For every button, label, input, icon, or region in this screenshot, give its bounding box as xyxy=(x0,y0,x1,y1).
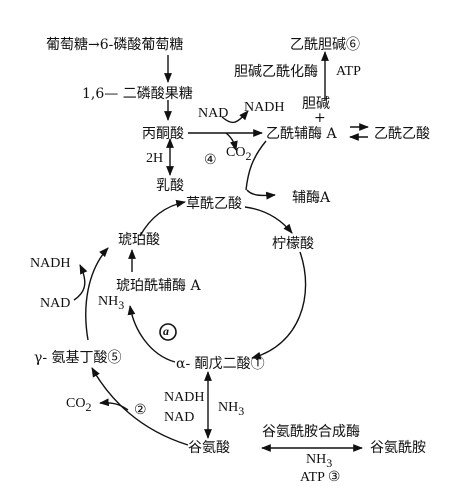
arrow-akg-to-succinylcoa xyxy=(127,305,176,363)
atp-top-label: ATP xyxy=(336,64,361,79)
arrow-glutamate-to-gaba xyxy=(91,367,189,446)
circled-a-marker xyxy=(159,323,177,341)
arrow-coa-release xyxy=(246,189,276,200)
arrow-gaba-to-succinate xyxy=(85,247,109,341)
succinyl-coa-label: 琥珀酰辅酶 A xyxy=(116,278,201,294)
co2-top-label: CO2 xyxy=(226,145,252,163)
citrate-label: 柠檬酸 xyxy=(272,236,314,252)
coa-label: 辅酶A xyxy=(292,190,331,206)
nad-left-label: NAD xyxy=(40,296,71,311)
acetylcholine-label: 乙酰胆碱⑥ xyxy=(290,37,360,53)
alpha-ketoglutarate-label: α- 酮戊二酸① xyxy=(176,356,265,372)
nh3-mid-label: NH3 xyxy=(218,400,245,418)
glutamate-label: 谷氨酸 xyxy=(188,440,230,456)
choline-label: 胆碱 xyxy=(302,96,330,112)
oxaloacetate-label: 草酰乙酸 xyxy=(186,196,242,212)
circled-a-label: a xyxy=(163,324,169,338)
acetyl-coa-label: 乙酰辅酶 A xyxy=(266,126,337,142)
lactate-label: 乳酸 xyxy=(156,178,184,194)
nad-top-label: NAD xyxy=(198,106,229,121)
gaba-label: γ- 氨基丁酸⑤ xyxy=(34,350,122,366)
choline-acetylase-label: 胆碱乙酰化酶 xyxy=(234,64,318,80)
atp-right-label: ATP ③ xyxy=(300,470,341,485)
acetoacetate-label: 乙酰乙酸 xyxy=(374,126,430,142)
arrow-co2-release xyxy=(225,132,238,151)
plus-label: + xyxy=(314,110,326,126)
nad-bottom-label: NAD xyxy=(164,410,195,425)
nh3-right-label: NH3 xyxy=(306,452,333,470)
two-h-label: 2H xyxy=(146,151,164,166)
arrow-citrate-to-akg xyxy=(251,251,307,360)
nh3-left-label: NH3 xyxy=(98,294,125,312)
arrow-oaa-to-citrate xyxy=(244,206,293,234)
arrow-nad-to-nadh xyxy=(221,110,249,124)
succinate-label: 琥珀酸 xyxy=(118,232,160,248)
arrow-left-nad-nadh xyxy=(73,264,88,301)
glucose-label: 葡萄糖→6-磷酸葡萄糖 xyxy=(46,37,184,53)
glutamine-synthetase-label: 谷氨酰胺合成酶 xyxy=(262,424,360,440)
arrow-co2-bottom xyxy=(99,398,129,411)
fructose-bisphosphate-label: 1,6— 二磷酸果糖 xyxy=(82,86,193,102)
co2-bottom-label: CO2 xyxy=(66,396,92,414)
arrow-acetylcoa-into-cycle xyxy=(245,140,267,191)
nadh-bottom-label: NADH xyxy=(164,390,205,405)
step4-marker: ④ xyxy=(204,152,217,168)
glutamine-label: 谷氨酰胺 xyxy=(370,440,426,456)
pyruvate-label: 丙酮酸 xyxy=(142,126,184,142)
nadh-left-label: NADH xyxy=(30,256,71,271)
nadh-top-label: NADH xyxy=(244,100,285,115)
arrow-succinate-to-oaa xyxy=(139,199,186,237)
step2-marker: ② xyxy=(134,402,147,418)
